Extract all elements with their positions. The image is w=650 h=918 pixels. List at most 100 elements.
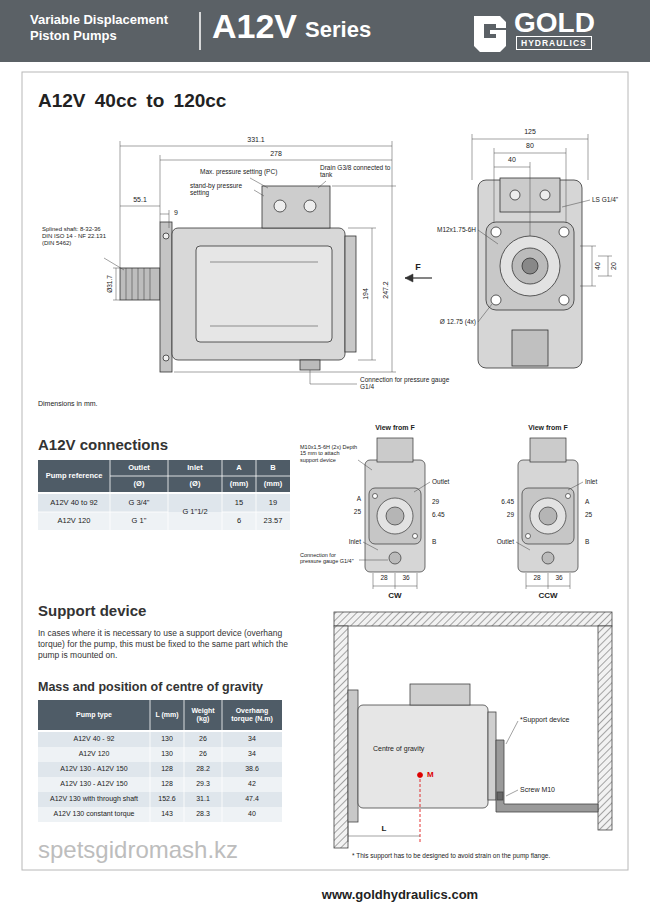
table-cell-holder: A12V 40 to 92 — [40, 499, 108, 508]
leader-lines-part — [562, 200, 590, 207]
drawing-callout: M — [426, 770, 435, 779]
view-dimension-lines-part — [568, 482, 583, 490]
table-cell: 130 — [161, 750, 173, 757]
table-cell: 128 — [161, 780, 173, 787]
pump-view-cw-part — [386, 507, 404, 525]
table-cell-holder: Outlet — [112, 464, 166, 473]
table-cell-holder: (Ø) — [112, 480, 166, 489]
pump-view-ccw-part — [539, 507, 557, 525]
view-callout-holder: 28 — [380, 574, 387, 581]
watermark-holder: spetsgidromash.kz — [38, 836, 238, 864]
drawing-callout: M12x1.75-6H — [437, 226, 476, 233]
pump-view-cw-part — [389, 552, 401, 564]
drawing-callout-holder: 9 — [174, 209, 178, 217]
pump-view-ccw-part — [530, 438, 566, 462]
support-device-drawing-part — [418, 773, 423, 778]
pump-front-view-part — [491, 227, 501, 237]
header-divider — [199, 12, 201, 50]
table-cell-holder: Inlet — [170, 464, 220, 473]
header-band — [0, 0, 650, 62]
pump-view-ccw-part — [522, 488, 574, 544]
support-device-drawing-part — [598, 626, 612, 830]
drawing-callout-holder: Ø 12.75 (4x) — [440, 318, 476, 325]
table-cell-holder: Pump reference — [40, 472, 108, 481]
drawing-callout-holder: *Support device — [520, 716, 569, 724]
dimension-lines — [113, 134, 612, 372]
dimension-lines-part — [405, 274, 413, 282]
view-callout-holder: Inlet — [585, 478, 597, 485]
dimension-lines-part — [494, 162, 530, 236]
view-callout-holder: CCW — [538, 591, 557, 600]
mass-table-grid-part — [38, 700, 282, 730]
section-heading: Mass and position of centre of gravity — [38, 680, 263, 694]
drawing-callout: LS G1/4" — [592, 196, 618, 203]
table-cell: 26 — [199, 750, 207, 757]
leader-lines-part — [478, 230, 498, 244]
view-callout-holder: View from F — [528, 424, 568, 432]
view-callout-holder: A — [585, 498, 589, 505]
table-cell-holder: 19 — [258, 499, 288, 508]
drawing-callout-holder: 278 — [270, 150, 282, 158]
table-cell-holder: B — [258, 464, 288, 473]
table-cell-holder: A12V 130 - A12V 150 — [40, 765, 148, 773]
support-device-drawing-part — [334, 626, 348, 848]
pump-side-view-part — [160, 222, 172, 372]
pump-side-view-part — [120, 268, 160, 300]
dimension-lines-part — [160, 155, 392, 222]
pump-side-view-part — [262, 186, 330, 228]
pump-front-view-part — [540, 190, 550, 200]
table-cell: Inlet — [187, 463, 202, 472]
table-cell: Weight (kg) — [191, 707, 214, 722]
dimension-lines-part — [120, 206, 160, 207]
drawing-callout: 55.1 — [133, 196, 147, 203]
pump-side-view-part — [274, 200, 286, 212]
table-cell-holder: (mm) — [224, 480, 254, 489]
dimension-lines-part — [120, 141, 392, 268]
table-cell-holder: 47.4 — [224, 795, 280, 803]
table-cell: A12V 120 — [58, 516, 91, 525]
drawing-callout: 40 — [508, 156, 516, 163]
table-cell-holder: (mm) — [258, 480, 288, 489]
brand-name-holder: GOLD — [514, 9, 595, 37]
view-callout: CCW — [538, 591, 557, 600]
view-callout-holder: 25 — [354, 508, 361, 515]
view-callout-holder: Connection for pressure gauge G1/4" — [300, 552, 358, 565]
pump-view-cw — [365, 438, 425, 572]
table-cell: 19 — [269, 498, 277, 507]
body-paragraph: In cases where it is necessary to use a … — [38, 628, 288, 660]
view-callout-holder: CW — [388, 591, 401, 600]
table-cell: (Ø) — [190, 479, 201, 488]
mass-table-grid-part — [38, 762, 282, 777]
drawing-note-holder: Dimensions in mm. — [38, 400, 98, 408]
view-callout-holder: B — [432, 538, 436, 545]
view-callout: View from F — [375, 424, 415, 431]
table-cell: B — [270, 463, 275, 472]
table-cell: G 1"1/2 — [182, 507, 207, 516]
drawing-callout-holder: 40 — [508, 156, 516, 164]
pump-front-view-part — [500, 236, 560, 296]
drawing-callout: Screw M10 — [520, 786, 555, 793]
drawing-callout: Ø31.7 — [106, 275, 113, 293]
mass-table-grid-part — [38, 777, 282, 792]
table-cell: 130 — [161, 735, 173, 742]
pump-view-ccw — [518, 438, 578, 572]
support-device-drawing-part — [497, 792, 503, 800]
view-callout-holder: A — [357, 495, 361, 502]
view-callout-holder: 6.45 — [501, 498, 514, 505]
table-cell-holder: 29.3 — [186, 780, 220, 788]
table-cell-holder: G 3/4" — [112, 499, 166, 508]
dimension-lines-part — [160, 210, 169, 228]
view-callout: CW — [388, 591, 401, 600]
drawing-callout: 20 — [610, 262, 617, 270]
dimension-lines-part — [580, 246, 596, 286]
table-cell: G 1" — [132, 516, 147, 525]
pump-side-view-part — [196, 246, 332, 342]
pump-front-view-part — [559, 295, 569, 305]
pump-view-ccw-part — [518, 460, 578, 572]
table-cell-holder: 23.57 — [258, 517, 288, 526]
view-dimension-lines-part — [358, 460, 372, 470]
table-cell-holder: L (mm) — [152, 711, 182, 719]
table-cell: 15 — [235, 498, 243, 507]
support-device-drawing-part — [420, 779, 421, 842]
pump-view-ccw-part — [530, 498, 566, 534]
